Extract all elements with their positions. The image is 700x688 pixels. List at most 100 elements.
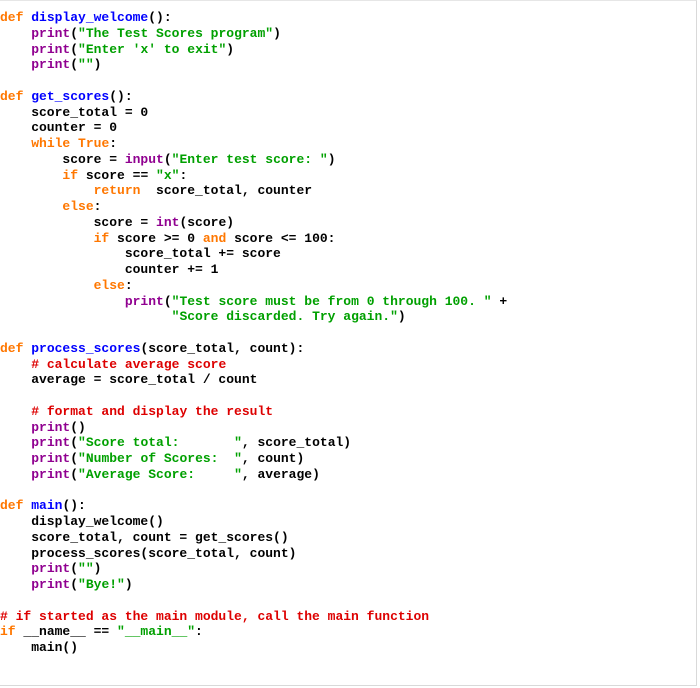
- code-line: counter = 0: [0, 120, 690, 136]
- code-text: +: [491, 293, 508, 309]
- code-string: "Score total: ": [78, 435, 242, 451]
- code-text: [0, 26, 31, 41]
- code-comment: # if started as the main module, call th…: [0, 608, 430, 624]
- code-string: "__main__": [117, 624, 196, 640]
- code-builtin: print: [31, 57, 71, 73]
- code-text: [0, 183, 94, 198]
- code-string: "x": [156, 167, 180, 183]
- code-text: score =: [0, 214, 157, 230]
- code-string: "Test score must be from 0 through 100. …: [171, 293, 492, 309]
- code-line: [0, 73, 690, 89]
- code-builtin: print: [31, 451, 71, 466]
- code-keyword: if: [62, 167, 79, 183]
- code-line: print("The Test Scores program"): [0, 26, 690, 42]
- code-line: # format and display the result: [0, 404, 690, 420]
- code-text: :: [93, 199, 102, 214]
- code-text: , average): [241, 466, 320, 482]
- code-line: score_total += score: [0, 246, 690, 262]
- code-comment: # calculate average score: [31, 356, 227, 372]
- code-builtin: input: [124, 151, 164, 167]
- code-text: [0, 467, 31, 482]
- code-text: ): [124, 577, 133, 592]
- code-line: if __name__ == "__main__":: [0, 624, 690, 640]
- code-text: ():: [109, 88, 133, 104]
- code-text: (score): [179, 214, 235, 230]
- code-text: score_total, count = get_scores(): [0, 529, 289, 545]
- code-line: "Score discarded. Try again."): [0, 309, 690, 325]
- code-keyword: def: [0, 340, 24, 356]
- code-text: score <= 100:: [226, 230, 336, 246]
- code-text: display_welcome(): [0, 514, 164, 529]
- code-text: [0, 561, 31, 576]
- code-line: print(""): [0, 57, 690, 73]
- code-line: score_total, count = get_scores(): [0, 530, 690, 546]
- code-builtin: print: [31, 25, 71, 41]
- code-function-name: main: [31, 498, 63, 514]
- code-line: average = score_total / count: [0, 372, 690, 388]
- code-text: [0, 577, 31, 592]
- code-keyword: while: [31, 136, 71, 151]
- code-text: (: [70, 577, 79, 592]
- code-text: counter = 0: [0, 120, 118, 136]
- code-builtin: print: [31, 577, 71, 592]
- code-text: (score_total, count):: [140, 340, 305, 356]
- code-editor[interactable]: def display_welcome(): print("The Test S…: [0, 10, 690, 656]
- code-line: def display_welcome():: [0, 10, 690, 26]
- code-text: ): [93, 561, 102, 577]
- code-text: [70, 136, 78, 151]
- code-text: [0, 57, 31, 72]
- code-text: counter += 1: [0, 262, 219, 277]
- code-text: score_total += score: [0, 246, 281, 262]
- code-text: (: [70, 41, 79, 57]
- code-text: :: [109, 136, 118, 151]
- code-text: (: [70, 435, 79, 451]
- code-builtin: print: [31, 435, 71, 451]
- code-line: [0, 483, 690, 499]
- code-line: else:: [0, 278, 690, 294]
- code-text: score >= 0: [109, 230, 203, 246]
- code-text: [0, 435, 31, 450]
- code-line: print("Test score must be from 0 through…: [0, 294, 690, 310]
- code-keyword: if: [0, 624, 16, 640]
- code-line: score = int(score): [0, 215, 690, 231]
- code-text: [0, 420, 31, 435]
- code-text: (: [70, 466, 79, 482]
- code-text: (): [70, 419, 86, 435]
- code-text: (: [70, 561, 79, 577]
- code-text: [0, 231, 94, 246]
- code-line: process_scores(score_total, count): [0, 546, 690, 562]
- code-text: :: [195, 624, 203, 640]
- code-text: (: [70, 451, 79, 466]
- code-keyword: if: [93, 230, 110, 246]
- code-function-name: process_scores: [31, 340, 141, 356]
- code-text: ): [327, 151, 336, 167]
- code-line: display_welcome(): [0, 514, 690, 530]
- code-text: score ==: [78, 167, 157, 183]
- code-text: ): [226, 41, 235, 57]
- code-line: print("Average Score: ", average): [0, 467, 690, 483]
- code-line: print("Bye!"): [0, 577, 690, 593]
- code-comment: # format and display the result: [31, 403, 274, 419]
- code-line: def process_scores(score_total, count):: [0, 341, 690, 357]
- code-line: print("Enter 'x' to exit"): [0, 42, 690, 58]
- code-text: [0, 404, 31, 419]
- code-builtin: print: [31, 419, 71, 435]
- code-string: "Score discarded. Try again.": [171, 309, 398, 325]
- code-line: print("Score total: ", score_total): [0, 435, 690, 451]
- code-text: :: [179, 167, 188, 183]
- code-text: [0, 199, 62, 214]
- code-keyword: else: [93, 277, 125, 293]
- code-text: score =: [0, 151, 125, 167]
- code-line: [0, 593, 690, 609]
- code-text: ():: [62, 498, 86, 514]
- code-text: [0, 357, 31, 372]
- code-text: [0, 294, 125, 309]
- code-line: while True:: [0, 136, 690, 152]
- code-text: process_scores(score_total, count): [0, 545, 297, 561]
- code-builtin: print: [31, 41, 71, 57]
- code-builtin: print: [31, 561, 71, 577]
- code-text: score_total = 0: [0, 104, 149, 120]
- code-line: else:: [0, 199, 690, 215]
- code-keyword: return: [93, 183, 141, 199]
